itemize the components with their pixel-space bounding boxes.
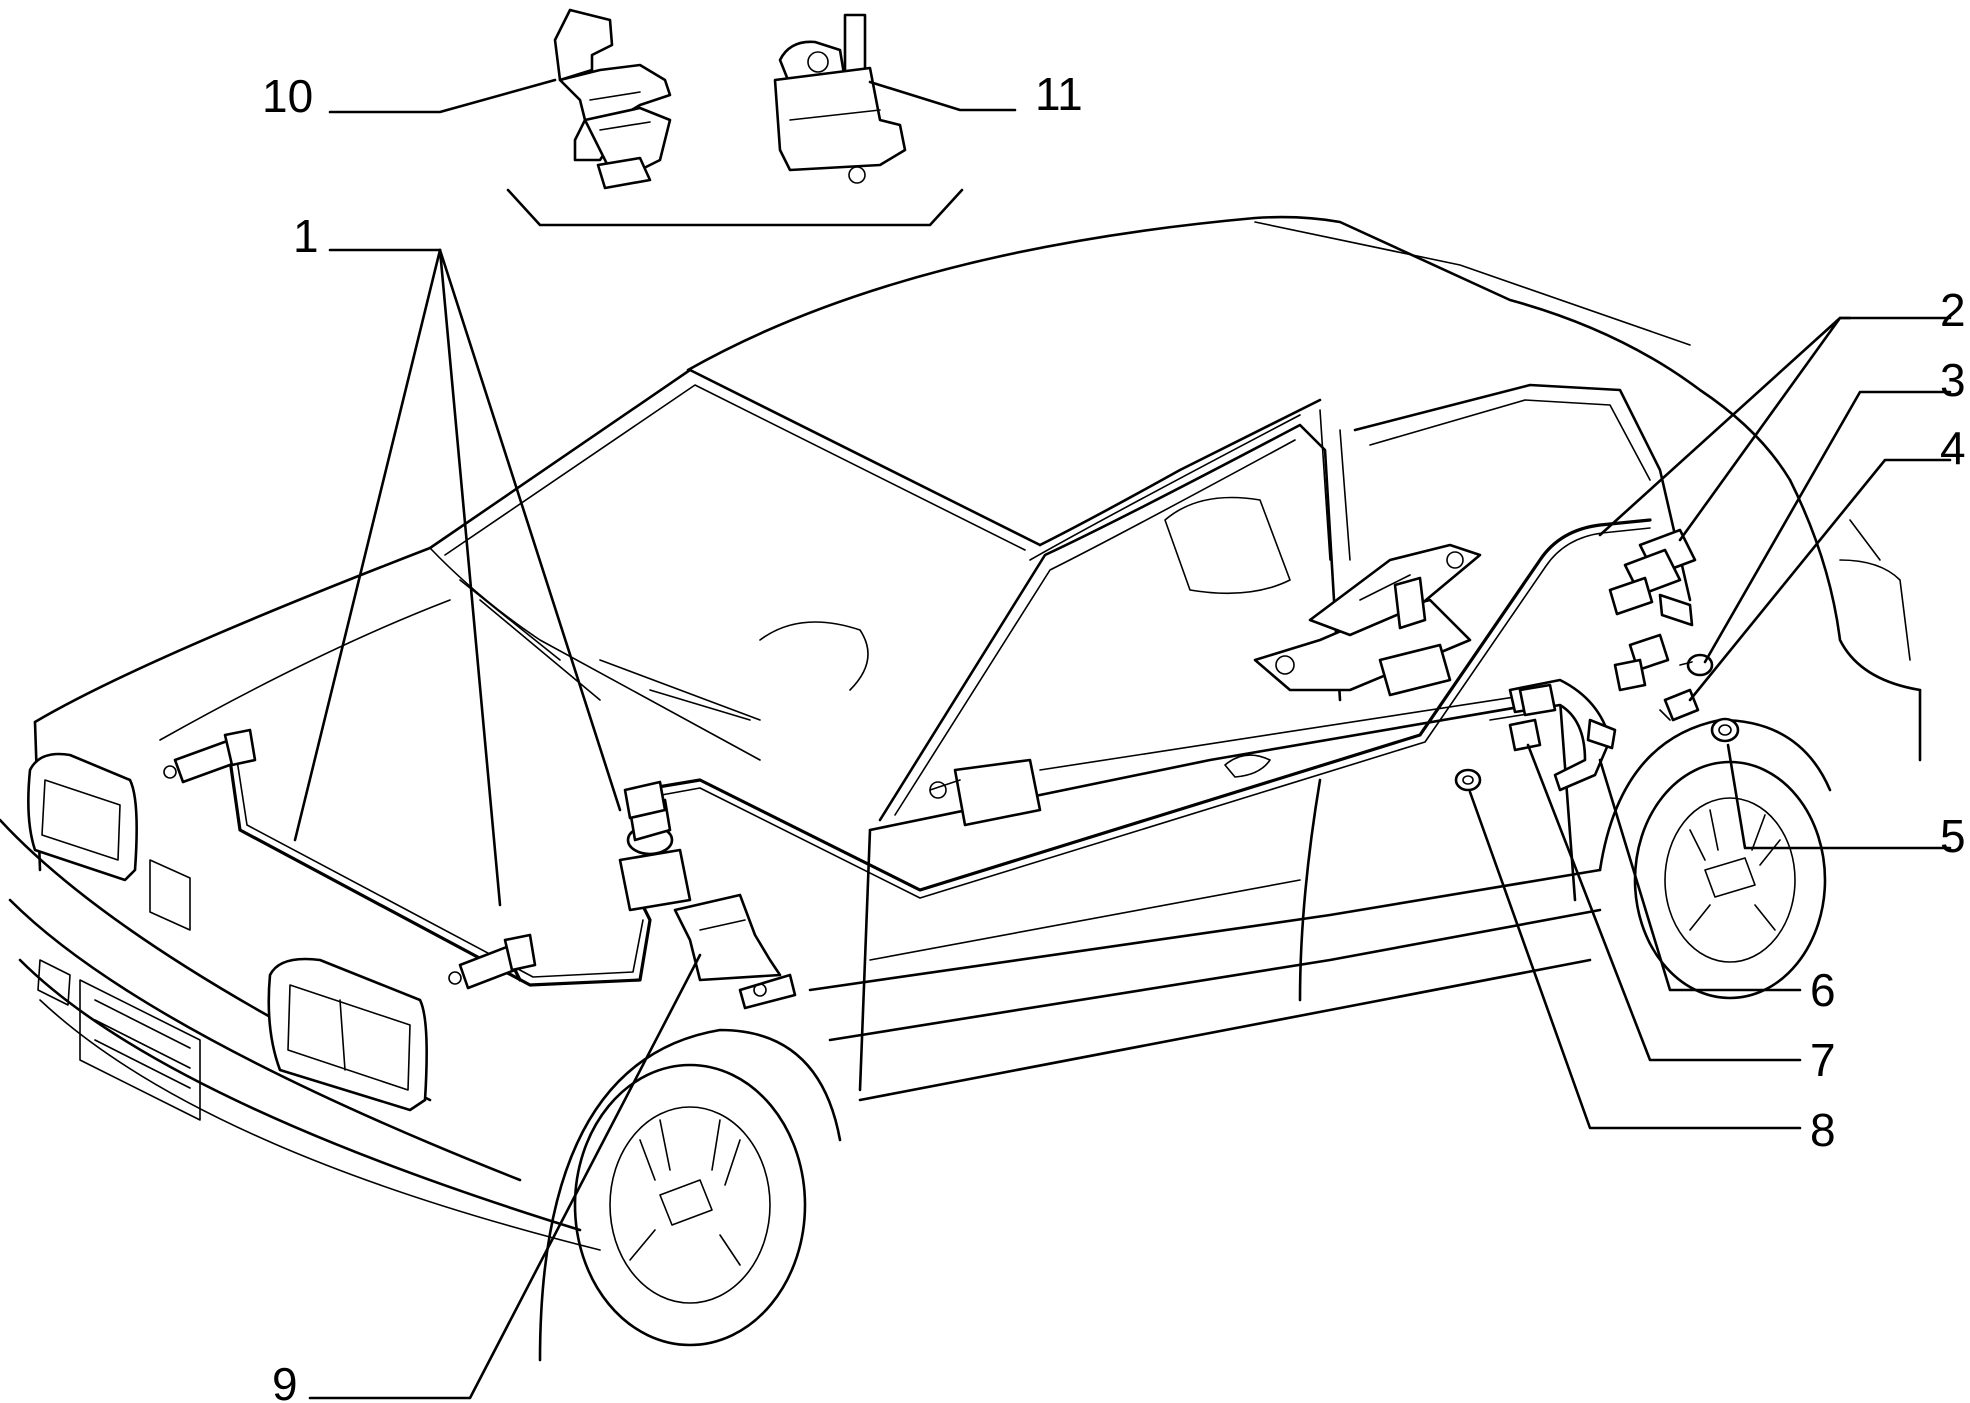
grommet-5 xyxy=(1710,717,1740,743)
clamp-7 xyxy=(1508,683,1557,752)
inset-part-11 xyxy=(773,13,907,184)
inset-part-10 xyxy=(553,8,672,190)
washer-hose-system xyxy=(228,518,1652,987)
washer-pump-front xyxy=(618,780,692,912)
headlights xyxy=(27,752,428,1112)
leader-lines xyxy=(293,78,1952,1400)
callout-8: 8 xyxy=(1810,1104,1836,1156)
callout-1: 1 xyxy=(293,210,319,262)
rear-reservoir-motor xyxy=(1253,543,1482,697)
callout-5: 5 xyxy=(1940,810,1966,862)
rear-washer-pump xyxy=(1608,528,1697,692)
callout-2: 2 xyxy=(1940,284,1966,336)
mounting-bracket xyxy=(673,893,797,1010)
clip-4 xyxy=(1659,688,1700,722)
front-washer-nozzle-left xyxy=(163,728,257,784)
callout-9: 9 xyxy=(272,1358,298,1403)
callout-7: 7 xyxy=(1810,1034,1836,1086)
car-body xyxy=(0,215,1922,1362)
callout-11: 11 xyxy=(1035,68,1083,120)
grommet-8 xyxy=(1454,768,1482,792)
inset-group-bracket xyxy=(506,188,964,227)
front-washer-nozzle-right xyxy=(448,933,537,990)
rear-wheel xyxy=(1633,760,1827,1000)
callout-4: 4 xyxy=(1940,422,1966,474)
callout-10: 10 xyxy=(262,70,313,122)
callout-3: 3 xyxy=(1940,354,1966,406)
front-wheel xyxy=(573,1063,807,1347)
callout-6: 6 xyxy=(1810,964,1836,1016)
